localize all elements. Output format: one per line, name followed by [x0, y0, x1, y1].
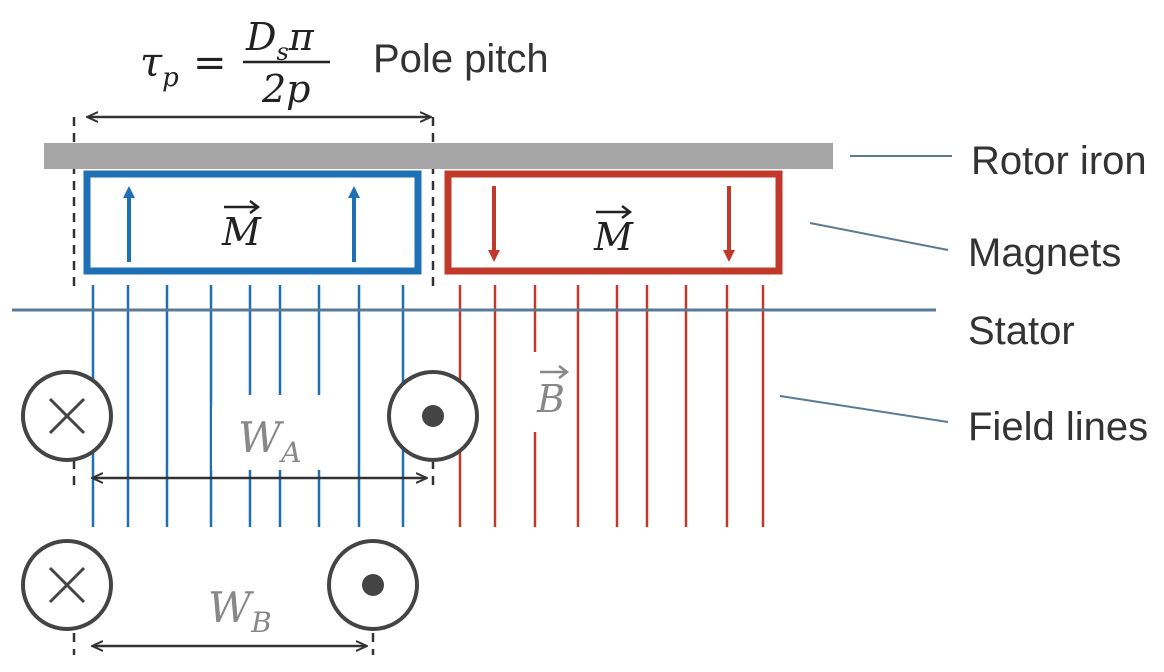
- field-lines-label: Field lines: [968, 405, 1148, 449]
- svg-text:τp: τp: [140, 40, 179, 93]
- formula-lhs-subscript: p: [162, 63, 179, 93]
- cross-circle-icon: [21, 370, 113, 462]
- flux-density-label: B: [536, 377, 565, 421]
- winding-b-symbol: W: [208, 583, 255, 632]
- svg-text:WB: WB: [208, 583, 272, 639]
- field-lines-leader: [779, 395, 949, 423]
- magnetization-symbol-north: M: [221, 200, 262, 254]
- magnets-label: Magnets: [968, 231, 1121, 275]
- winding-b: WB: [21, 539, 419, 655]
- rotor-iron-label: Rotor iron: [971, 139, 1147, 183]
- svg-text:Dsπ: Dsπ: [245, 15, 315, 66]
- formula-numerator-subscript: s: [276, 38, 288, 66]
- magnetization-symbol-south: M: [593, 205, 634, 259]
- winding-a-subscript: A: [278, 436, 301, 469]
- rotor-iron-bar: [44, 143, 833, 169]
- magnetization-symbol: M: [593, 215, 634, 259]
- winding-a-label-backdrop: [212, 406, 324, 470]
- formula-equals: =: [193, 40, 227, 86]
- magnetization-symbol: M: [221, 210, 262, 254]
- cross-circle-icon: [21, 539, 113, 631]
- stator-label: Stator: [968, 309, 1075, 353]
- flux-density-symbol: B: [536, 365, 570, 421]
- winding-b-subscript: B: [250, 606, 272, 639]
- pole-pitch-formula: τp = Dsπ 2p: [140, 15, 330, 111]
- formula-numerator: D: [245, 15, 276, 59]
- pole-pitch-label: Pole pitch: [373, 37, 549, 81]
- formula-denominator: 2p: [261, 67, 311, 111]
- dot-circle-icon: [327, 539, 419, 631]
- south-field-lines: [458, 285, 765, 527]
- magnets-leader: [809, 222, 949, 251]
- svg-text:WA: WA: [238, 413, 301, 469]
- winding-a: WA: [21, 370, 479, 488]
- north-magnet: [83, 170, 422, 275]
- dot-circle-icon: [387, 370, 479, 462]
- formula-numerator-tail: π: [288, 15, 315, 59]
- formula-lhs: τ: [140, 40, 163, 86]
- winding-a-symbol: W: [238, 413, 285, 462]
